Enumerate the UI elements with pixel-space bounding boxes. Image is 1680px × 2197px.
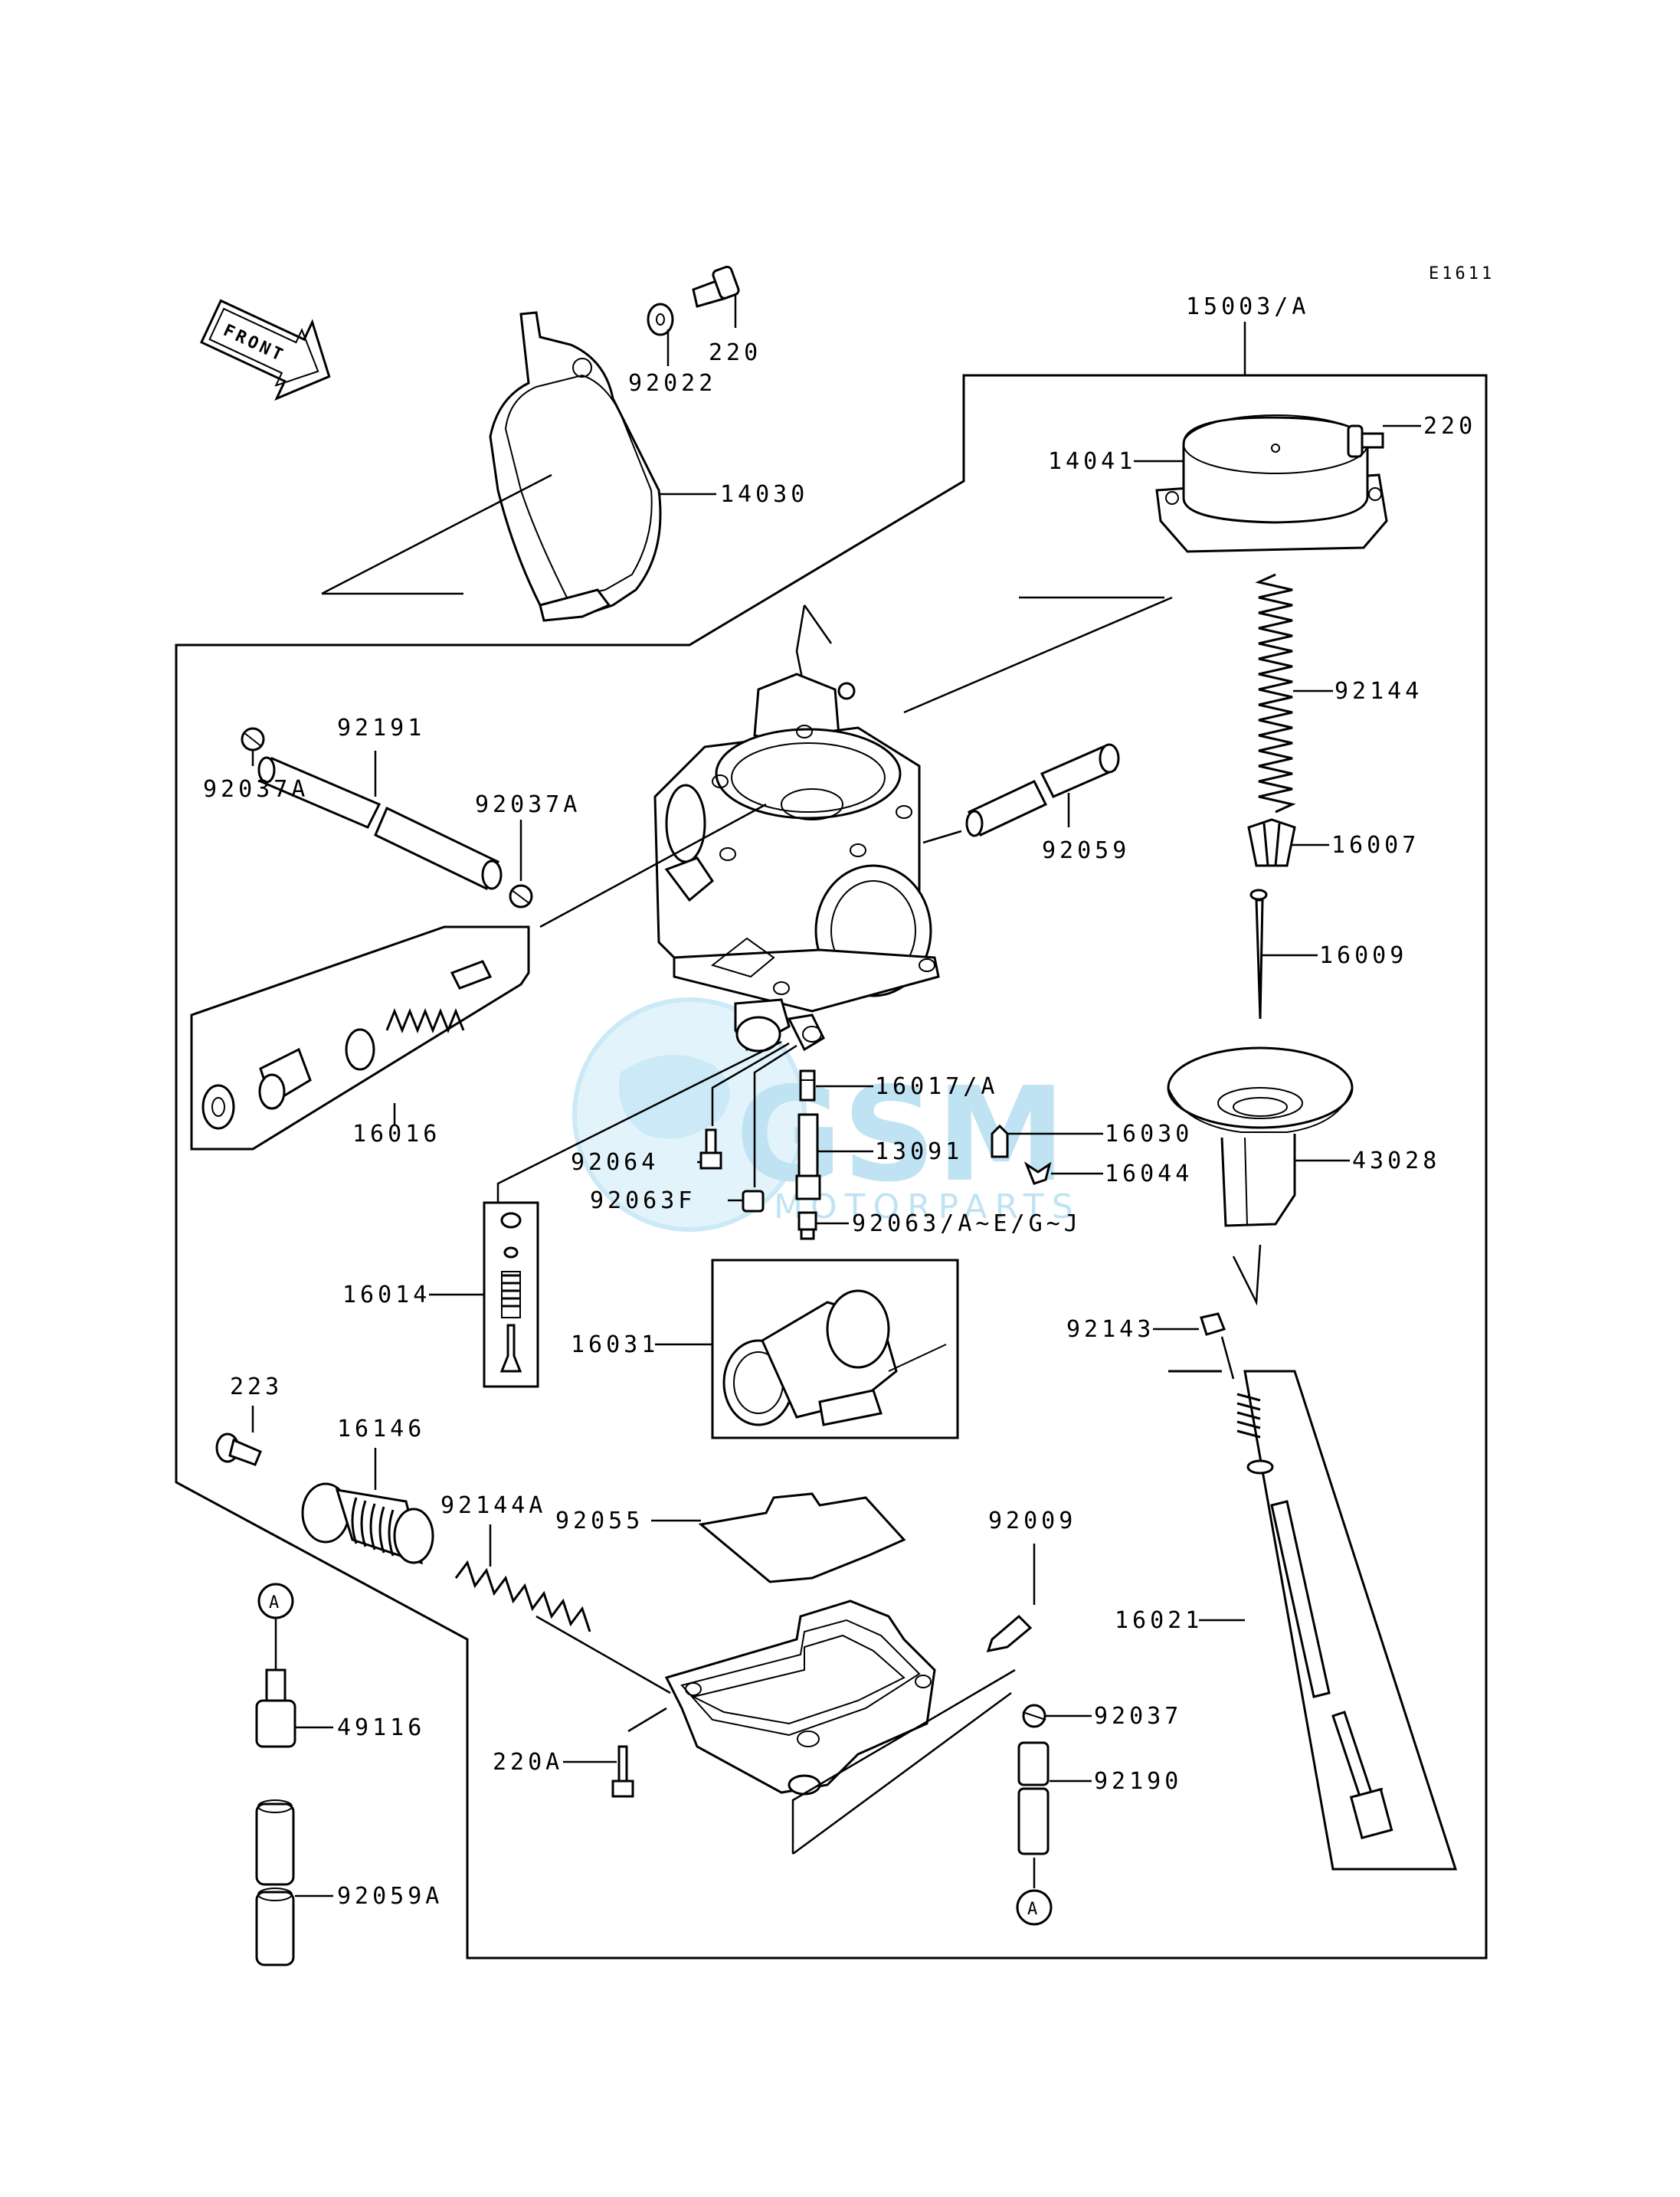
screw-220a [611, 1745, 634, 1798]
label-16016: 16016 [352, 1121, 440, 1148]
label-14030: 14030 [720, 481, 808, 508]
screw-220-right [1347, 424, 1384, 458]
svg-text:A: A [269, 1593, 282, 1613]
label-92063f: 92063F [590, 1187, 696, 1214]
label-16007: 16007 [1331, 832, 1420, 859]
fitting-49116 [255, 1668, 296, 1748]
cover-16146 [301, 1482, 434, 1565]
label-92063: 92063/A~E/G~J [852, 1210, 1082, 1237]
clip-92037 [1022, 1704, 1046, 1728]
label-223: 223 [230, 1374, 283, 1400]
cover-14030 [489, 311, 662, 622]
label-16021: 16021 [1115, 1607, 1203, 1634]
label-43028: 43028 [1352, 1148, 1440, 1174]
label-16146: 16146 [337, 1416, 425, 1442]
screw-223 [215, 1432, 262, 1466]
label-16014: 16014 [342, 1282, 431, 1308]
part-92143 [1200, 1312, 1226, 1336]
label-16017: 16017/A [875, 1073, 998, 1100]
starter-plunger-16014 [499, 1212, 522, 1373]
marker-a-right: A [1016, 1889, 1053, 1926]
jet-16017 [799, 1069, 816, 1102]
label-14041: 14041 [1048, 448, 1136, 475]
marker-a-left: A [257, 1583, 294, 1619]
label-92143: 92143 [1066, 1316, 1154, 1343]
tube-92059a [255, 1799, 295, 1966]
watermark: GSM MOTORPARTS [572, 997, 1081, 1232]
float-valve-16030 [991, 1124, 1009, 1158]
label-92037: 92037 [1094, 1703, 1182, 1730]
watermark-logo: GSM [735, 1059, 1066, 1211]
tube-92190 [1017, 1741, 1050, 1855]
holder-16007 [1247, 818, 1296, 867]
label-92055: 92055 [555, 1508, 644, 1534]
diagram-code: E1611 [1429, 264, 1495, 283]
starter-valve-16021 [1236, 1393, 1393, 1840]
label-92037a-left: 92037A [203, 776, 309, 803]
label-16044: 16044 [1105, 1161, 1193, 1187]
clip-16044 [1023, 1161, 1052, 1185]
carburetor-body [653, 604, 940, 1053]
tube-92059 [965, 743, 1120, 837]
adapter-16031 [722, 1289, 947, 1426]
label-49116: 49116 [337, 1714, 425, 1741]
needle-jet-13091 [795, 1113, 821, 1200]
label-220-top: 220 [709, 339, 761, 366]
label-92064: 92064 [571, 1149, 659, 1176]
clip-92037a-right [509, 884, 533, 909]
top-cap-14041 [1155, 414, 1388, 553]
label-92059a: 92059A [337, 1883, 443, 1910]
pilot-jet-92064 [699, 1128, 722, 1170]
label-16009: 16009 [1319, 942, 1407, 969]
needle-16009 [1249, 889, 1268, 1020]
label-92190: 92190 [1094, 1768, 1182, 1795]
assembly-frame [175, 374, 1488, 1960]
gasket-92055 [698, 1492, 906, 1583]
label-92191: 92191 [337, 715, 425, 742]
spring-92144a [454, 1560, 591, 1632]
label-92144a: 92144A [440, 1492, 546, 1519]
main-jet-92063 [797, 1211, 817, 1240]
label-92144: 92144 [1335, 678, 1423, 705]
label-220-right: 220 [1423, 413, 1476, 440]
front-arrow-icon: FRONT [199, 299, 331, 401]
tube-92191 [257, 756, 503, 891]
washer-92022 [647, 303, 674, 336]
float-bowl [664, 1599, 936, 1796]
clip-92037a-left [241, 727, 265, 751]
diaphragm-43028 [1167, 1046, 1354, 1227]
label-92059: 92059 [1042, 837, 1130, 864]
label-15003: 15003/A [1186, 293, 1309, 320]
label-16031: 16031 [571, 1331, 659, 1358]
screw-92009 [986, 1614, 1033, 1652]
label-220a: 220A [493, 1749, 563, 1776]
box-16031 [711, 1259, 959, 1439]
label-92037a-right: 92037A [475, 791, 581, 818]
spring-92144 [1255, 573, 1296, 814]
label-16030: 16030 [1105, 1121, 1193, 1148]
svg-text:A: A [1027, 1900, 1040, 1919]
box-16016 [190, 925, 530, 1151]
screw-220-top [692, 265, 740, 308]
label-92009: 92009 [988, 1508, 1076, 1534]
label-92022: 92022 [628, 370, 716, 397]
label-13091: 13091 [875, 1138, 963, 1165]
pilot-screw-16016 [201, 960, 493, 1130]
box-16021 [1168, 1370, 1458, 1871]
watermark-sub: MOTORPARTS [774, 1187, 1081, 1226]
jet-92063f [742, 1190, 765, 1213]
